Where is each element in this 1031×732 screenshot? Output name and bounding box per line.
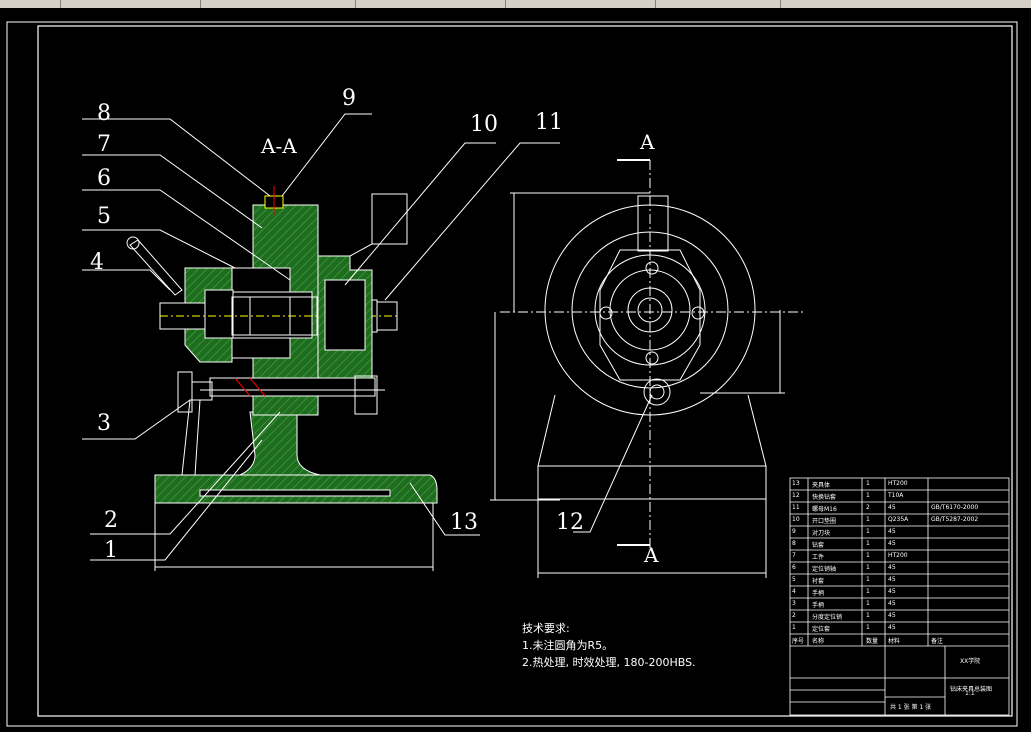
title-block-cell-mat: 45 <box>888 612 896 619</box>
title-block-cell-qty: 数量 <box>866 638 879 645</box>
title-block-cell-mat: T10A <box>888 492 904 499</box>
title-block-cell-name: 手柄 <box>812 602 825 609</box>
title-block-cell-no: 13 <box>792 480 800 487</box>
tech-title: 技术要求: <box>522 622 570 635</box>
callout-10: 10 <box>470 112 498 137</box>
title-block-cell-mat: HT200 <box>888 480 908 487</box>
drawing-svg <box>6 21 1018 727</box>
callout-3: 3 <box>97 411 111 436</box>
section-view-aa <box>126 186 438 571</box>
title-block-cell-name: 衬套 <box>812 578 825 585</box>
title-block-cell-qty: 1 <box>866 552 870 559</box>
title-block-cell-no: 7 <box>792 552 796 559</box>
title-block-cell-mat: HT200 <box>888 552 908 559</box>
title-block-cell-mat: 45 <box>888 528 896 535</box>
title-block-cell-qty: 1 <box>866 564 870 571</box>
title-block-cell-name: 定位销轴 <box>812 566 837 573</box>
title-block-school: XX学院 <box>960 658 981 665</box>
title-block-cell-mat: 材料 <box>888 638 901 645</box>
callout-13: 13 <box>450 510 478 535</box>
title-block-cell-name: 开口垫圈 <box>812 518 837 525</box>
callout-1: 1 <box>104 538 118 563</box>
title-block-cell-no: 4 <box>792 588 796 595</box>
cut-label-bottom: A <box>644 543 659 567</box>
inner-frame <box>37 25 1013 717</box>
title-block-cell-mat: 45 <box>888 588 896 595</box>
outer-frame <box>6 21 1018 727</box>
title-block-cell-qty: 1 <box>866 624 870 631</box>
title-block-cell-qty: 1 <box>866 492 870 499</box>
callout-8: 8 <box>97 101 111 126</box>
section-label: A-A <box>261 134 297 158</box>
title-block-cell-name: 名称 <box>812 638 825 645</box>
title-block-cell-mat: Q235A <box>888 516 909 523</box>
title-block-cell-name: 夹具体 <box>812 482 831 489</box>
callout-7: 7 <box>97 132 111 157</box>
title-block-cell-no: 3 <box>792 600 796 607</box>
title-block-cell-no: 12 <box>792 492 800 499</box>
title-block-cell-mat: 45 <box>888 576 896 583</box>
title-block-cell-no: 6 <box>792 564 796 571</box>
title-block-cell-qty: 1 <box>866 588 870 595</box>
callout-12: 12 <box>556 510 584 535</box>
title-block-cell-name: 手柄 <box>812 590 825 597</box>
title-block-cell-qty: 1 <box>866 480 870 487</box>
callout-2: 2 <box>104 508 118 533</box>
callout-4: 4 <box>90 250 104 275</box>
title-block-cell-no: 9 <box>792 528 796 535</box>
tech-line-1: 1.未注圆角为R5。 <box>522 639 614 652</box>
title-block-cell-qty: 1 <box>866 516 870 523</box>
title-block-cell-qty: 1 <box>866 600 870 607</box>
title-block-cell-qty: 1 <box>866 540 870 547</box>
title-block-cell-no: 5 <box>792 576 796 583</box>
title-block-cell-name: 定位套 <box>812 626 831 633</box>
tech-line-2: 2.热处理, 时效处理, 180-200HBS. <box>522 656 696 669</box>
title-block-cell-no: 1 <box>792 624 796 631</box>
title-block-cell-std: GB/T6170-2000 <box>931 504 979 511</box>
callout-9: 9 <box>342 86 356 111</box>
title-block-cell-no: 11 <box>792 504 800 511</box>
title-block-scale: 1:1 <box>965 690 975 697</box>
title-block-grid <box>789 477 1010 716</box>
title-block-cell-std: GB/T5287-2002 <box>931 516 979 523</box>
title-block-cell-mat: 45 <box>888 564 896 571</box>
cut-label-top: A <box>640 130 655 154</box>
technical-requirements: 技术要求: 1.未注圆角为R5。 2.热处理, 时效处理, 180-200HBS… <box>522 620 696 671</box>
title-block-cell-mat: 45 <box>888 624 896 631</box>
title-block-cell-qty: 2 <box>866 504 870 511</box>
title-block-cell-name: 钻套 <box>812 542 825 549</box>
title-block-cell-std: 备注 <box>931 638 944 645</box>
title-block-cell-qty: 1 <box>866 528 870 535</box>
title-block-cell-mat: 45 <box>888 540 896 547</box>
callout-6: 6 <box>97 166 111 191</box>
title-block-cell-name: 螺母M16 <box>812 506 837 513</box>
title-block-cell-mat: 45 <box>888 504 896 511</box>
window-toolbar-strip <box>0 0 1031 8</box>
title-block-cell-qty: 1 <box>866 612 870 619</box>
title-block-cell-no: 10 <box>792 516 800 523</box>
front-view <box>490 159 805 578</box>
title-block-cell-name: 快换钻套 <box>812 494 837 501</box>
title-block-cell-qty: 1 <box>866 576 870 583</box>
title-block-cell-no: 序号 <box>792 638 805 645</box>
title-block-cell-name: 工件 <box>812 554 825 561</box>
title-block-cell-name: 分度定位销 <box>812 614 843 621</box>
cad-drawing-canvas[interactable]: 8 7 6 5 4 3 2 1 9 10 11 12 13 A-A A A 技术… <box>0 8 1031 732</box>
title-block-sheet: 共 1 张 第 1 张 <box>890 704 932 711</box>
callout-11: 11 <box>535 110 563 135</box>
title-block-cell-no: 2 <box>792 612 796 619</box>
callout-5: 5 <box>97 204 111 229</box>
title-block-drawing-name: 钻床夹具总装图 <box>950 686 993 693</box>
leader-lines-left <box>82 113 560 561</box>
title-block-cell-mat: 45 <box>888 600 896 607</box>
title-block-cell-name: 对刀块 <box>812 530 831 537</box>
title-block-cell-no: 8 <box>792 540 796 547</box>
